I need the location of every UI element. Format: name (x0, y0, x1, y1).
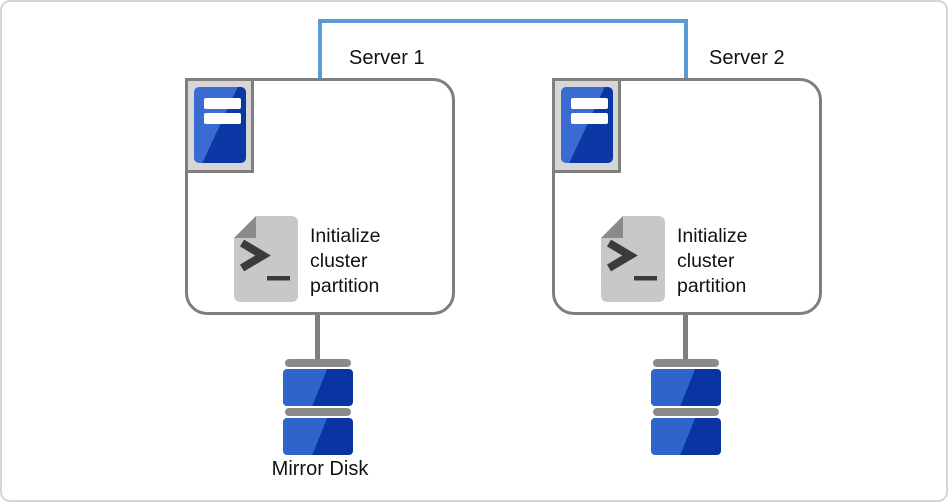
terminal-prompt-glyph (606, 239, 638, 272)
script-caption: Initialize cluster partition (310, 224, 380, 299)
folded-corner (601, 216, 623, 238)
caption-line: Initialize (310, 225, 381, 247)
folded-corner (234, 216, 256, 238)
tower-drive-bay (204, 98, 241, 109)
caption-line: partition (310, 275, 380, 297)
disk-connector-line (315, 315, 320, 360)
disk-platter (651, 369, 721, 406)
server-tower-body (561, 87, 613, 163)
caption-line: Initialize (677, 225, 748, 247)
caption-line: partition (677, 275, 747, 297)
interconnect-link-left-drop (318, 19, 322, 79)
script-file-icon (601, 216, 665, 302)
server-tower-icon (552, 78, 621, 173)
caption-line: cluster (310, 250, 368, 272)
disk-cap (285, 359, 351, 367)
tower-drive-bay (571, 113, 608, 124)
disk-cap (653, 359, 719, 367)
server-tower-body (194, 87, 246, 163)
terminal-prompt-glyph (239, 239, 271, 272)
terminal-cursor-underscore (634, 276, 657, 281)
disk-platter (283, 369, 353, 406)
disk-cap (285, 408, 351, 416)
tower-drive-bay (571, 98, 608, 109)
caption-line: cluster (677, 250, 735, 272)
server1-label: Server 1 (349, 47, 425, 69)
script-file-svg (601, 216, 665, 302)
server2-label: Server 2 (709, 47, 785, 69)
server-tower-icon (185, 78, 254, 173)
terminal-cursor-underscore (267, 276, 290, 281)
disk-platter (651, 418, 721, 455)
interconnect-link-right-drop (684, 19, 688, 79)
script-file-svg (234, 216, 298, 302)
disk-platter (283, 418, 353, 455)
mirror-disk-icon (651, 359, 721, 455)
script-file-icon (234, 216, 298, 302)
mirror-disk-icon (283, 359, 353, 455)
disk-cap (653, 408, 719, 416)
script-caption: Initialize cluster partition (677, 224, 747, 299)
disk-connector-line (683, 315, 688, 360)
interconnect-link-horizontal (318, 19, 688, 23)
tower-drive-bay (204, 113, 241, 124)
mirror-disk-label: Mirror Disk (271, 458, 369, 480)
